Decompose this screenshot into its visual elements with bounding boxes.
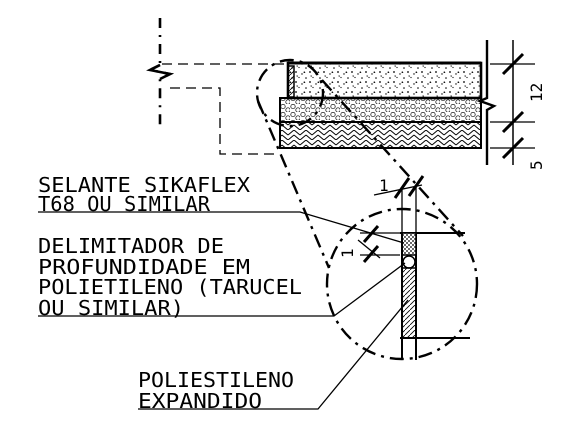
dim-tick [501,110,525,134]
label-delimitador-line2: PROFUNDIDADE EM [38,255,250,279]
dim-label-5: 5 [527,160,546,170]
sealant-block [401,232,417,256]
callout-texts: SELANTE SIKAFLEX T68 OU SIMILAR DELIMITA… [38,173,302,413]
leaders [38,211,409,410]
base-layer [279,121,482,149]
dim-tick [501,52,525,76]
dim-label-depth: 1 [338,248,357,258]
hidden-outline [162,63,290,155]
label-selante-line1: SELANTE SIKAFLEX [38,173,250,197]
break-line-right [476,40,497,165]
leader-selante [38,211,405,244]
concrete-slab [286,61,483,100]
backer-rod [402,255,416,269]
detail-contents [400,232,470,360]
polystyrene-strip [401,267,417,339]
tangent-line [321,79,464,237]
label-poliestileno-line1: POLIESTILENO [138,368,294,392]
leader-delimitador [38,262,406,317]
depth-dimension [357,225,400,263]
label-delimitador-line4: OU SIMILAR) [38,296,184,320]
label-selante-line2: T68 OU SIMILAR [38,192,211,216]
joint-strip [287,65,295,98]
reference-circle [255,58,325,128]
label-delimitador-line1: DELIMITADOR DE [38,234,224,258]
foam-layer [279,97,482,123]
dim-label-12: 12 [527,83,546,102]
dim-tick [501,136,525,160]
joint-dimension [373,175,425,232]
tangent-line [256,100,331,269]
label-delimitador-line3: POLIETILENO (TARUCEL [38,275,302,299]
dim-label-joint: 1 [379,176,389,195]
label-poliestileno-line2: EXPANDIDO [138,389,262,413]
section-view [146,18,535,165]
leader-poliestileno [138,299,409,410]
